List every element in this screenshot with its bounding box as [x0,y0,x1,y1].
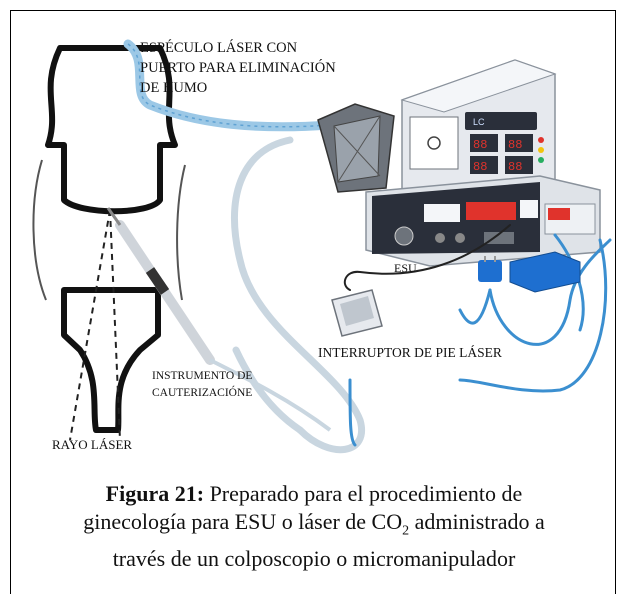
caption-line-2a: ginecología para ESU o láser de CO [83,509,403,534]
caption-line-1: Preparado para el procedimiento de [204,481,523,506]
svg-text:88: 88 [473,138,487,152]
instrument-label: INSTRUMENTO DE CAUTERIZACIÓNE [152,368,252,402]
smoke-tube-rib [127,43,331,128]
foot-switch-label: INTERRUPTOR DE PIE LÁSER [318,345,502,360]
laser-beam-label: RAYO LÁSER [52,437,133,452]
speculum-label-line-2: PUERTO PARA ELIMINACIÓN [140,60,336,76]
lower-speculum-outline [61,287,161,433]
speculum-label-line-1: ESPÉCULO LÁSER CON [140,40,298,56]
svg-text:88: 88 [508,160,522,174]
esu-generator [365,175,601,267]
figure-number: Figura 21: [105,481,205,506]
laser-console: LC 88 88 88 88 [400,59,557,201]
figure-caption: Figura 21: Preparado para el procedimien… [20,480,608,573]
caption-subscript: 2 [402,523,410,539]
svg-text:88: 88 [508,138,522,152]
instrument-label-line-2: CAUTERIZACIÓNE [152,387,253,399]
figure-frame [10,10,616,594]
laser-beam-lines [69,209,121,441]
vacuum-hose [230,136,366,454]
svg-text:LC: LC [473,117,485,127]
esu-label: ESU [394,261,417,275]
cautery-instrument [106,207,332,432]
speculum-label: ESPÉCULO LÁSER CON PUERTO PARA ELIMINACI… [140,38,336,98]
power-plug [478,256,502,282]
cables [343,224,612,447]
speculum-label-line-3: DE HUMO [140,80,208,96]
blue-adapter-box [509,251,581,293]
console-screen [409,116,459,170]
smoke-filter-unit [317,103,395,193]
caption-line-3: través de un colposcopio o micromanipula… [112,546,516,572]
body-contour [32,159,186,301]
instrument-label-line-1: INSTRUMENTO DE [152,370,253,382]
caption-line-2b: administrado a [409,509,545,534]
svg-text:88: 88 [473,160,487,174]
foot-switch [331,289,383,337]
